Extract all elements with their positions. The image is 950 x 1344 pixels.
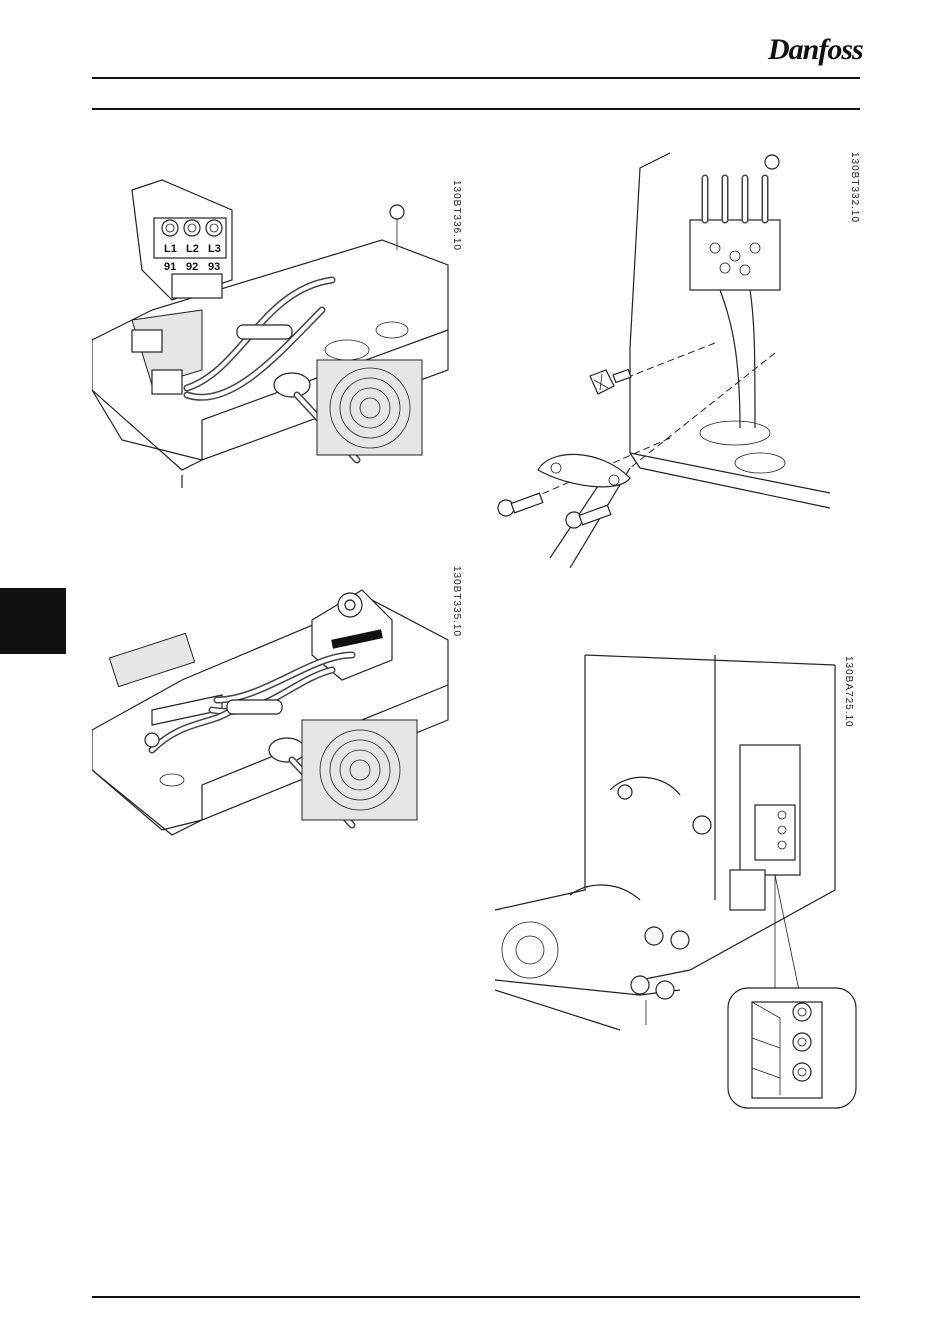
- terminal-label-l3: L3: [208, 243, 221, 255]
- cable-clamp: [237, 325, 292, 339]
- figure-ground-clamp-mount: 130BT332.10: [490, 148, 850, 568]
- footer-rule: [92, 1296, 860, 1298]
- terminal-label-l2: L2: [186, 243, 199, 255]
- clamp-screw-left: [498, 493, 543, 516]
- figure-code: 130BA725.10: [843, 656, 854, 728]
- figure-code: 130BT335.10: [451, 566, 462, 637]
- figure-code: 130BT332.10: [849, 152, 860, 223]
- figure-code: 130BT336.10: [451, 180, 462, 251]
- figure-mains-terminal-plug: L1 L2 L3 91 92 93 130BT336.10: [92, 170, 452, 490]
- terminal-detail-callout: [728, 988, 856, 1108]
- cable-gland: [269, 738, 305, 762]
- figure-mains-disconnect: 130BT335.10: [92, 560, 452, 850]
- terminal-label-l1: L1: [164, 243, 177, 255]
- header-rule-top: [92, 77, 860, 79]
- cable-gland: [274, 373, 310, 397]
- terminal-plug: L1 L2 L3 91 92 93: [132, 180, 232, 300]
- ground-screw: [390, 205, 404, 219]
- terminal-block-small: [755, 805, 795, 860]
- drawing-mains-disconnect: [92, 560, 452, 850]
- drawing-ground-clamp-mount: [490, 148, 850, 568]
- cable-clamp: [227, 700, 282, 714]
- ground-screw: [590, 370, 631, 394]
- terminal-label-93: 93: [208, 261, 220, 273]
- terminal-label-91: 91: [164, 261, 176, 273]
- clamp-screw-right: [566, 505, 611, 528]
- chapter-tab: [0, 588, 66, 654]
- ground-clamp: [538, 454, 630, 486]
- drawing-cable-terminal-detail: [490, 650, 860, 1120]
- drawing-mains-terminal-plug: L1 L2 L3 91 92 93: [92, 170, 452, 490]
- header-rule-bottom: [92, 108, 860, 110]
- ground-screw: [145, 733, 159, 747]
- terminal-label-92: 92: [186, 261, 198, 273]
- figure-cable-terminal-detail: 130BA725.10: [490, 650, 860, 1120]
- terminal-block: [690, 220, 780, 290]
- danfoss-logo: Danfoss: [768, 28, 864, 72]
